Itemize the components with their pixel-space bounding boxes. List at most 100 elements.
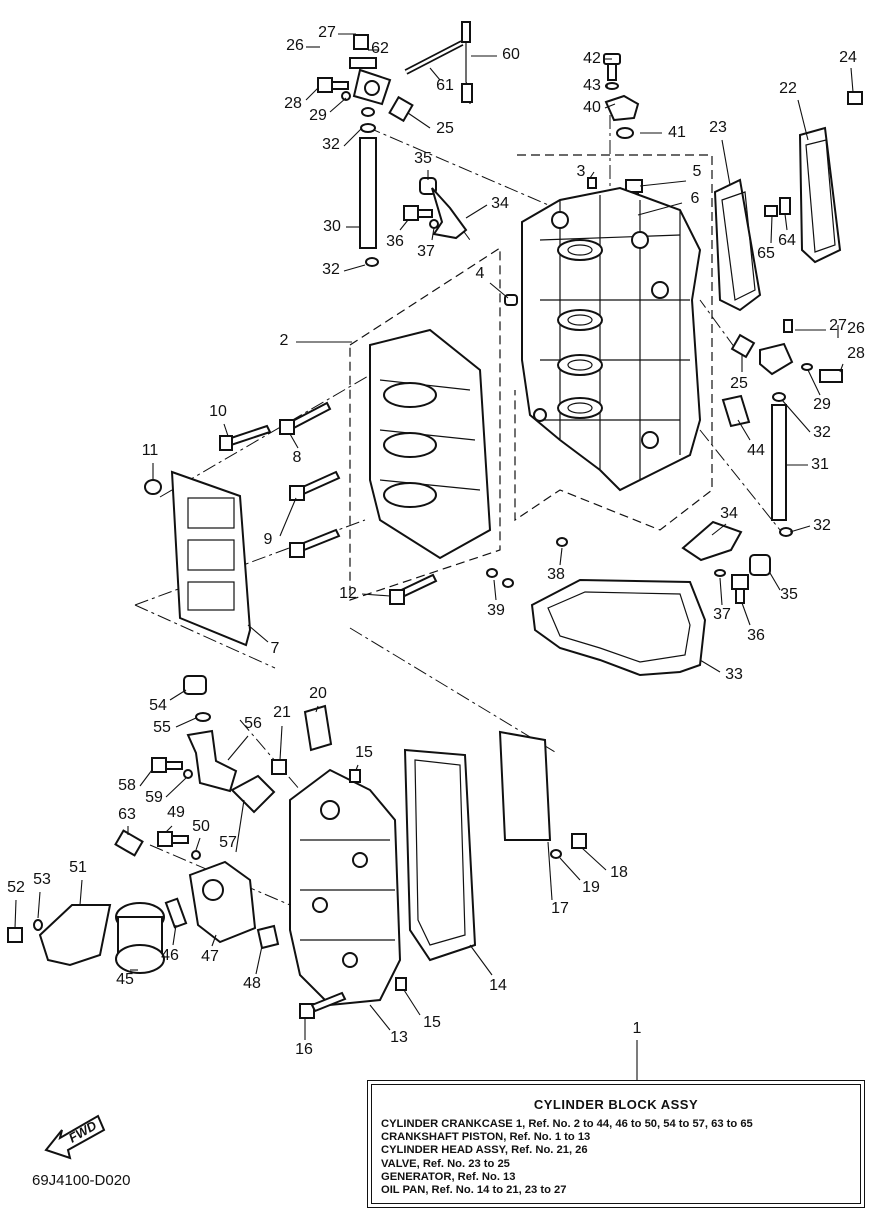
callout-number: 3 bbox=[577, 163, 586, 180]
callout-leader bbox=[493, 579, 497, 601]
legend-title: CYLINDER BLOCK ASSY bbox=[533, 1097, 699, 1112]
callout-leader bbox=[165, 825, 173, 833]
callout-number: 7 bbox=[271, 640, 280, 657]
callout-leader bbox=[139, 769, 153, 787]
callout-number: 65 bbox=[757, 245, 775, 262]
callout-number: 10 bbox=[209, 403, 227, 420]
crankshaft-piston-block bbox=[144, 328, 492, 647]
callout-leader bbox=[289, 433, 299, 449]
callout-number: 41 bbox=[668, 124, 686, 141]
callout-leader bbox=[559, 857, 581, 881]
callout-number: 23 bbox=[709, 119, 727, 136]
legend-line: GENERATOR, Ref. No. 13 bbox=[381, 1170, 516, 1183]
callout-number: 47 bbox=[201, 948, 219, 965]
callout-number: 56 bbox=[244, 715, 262, 732]
legend-line: CYLINDER HEAD ASSY, Ref. No. 21, 26 bbox=[381, 1144, 588, 1157]
callout-number: 15 bbox=[423, 1014, 441, 1031]
callout-number: 6 bbox=[691, 190, 700, 207]
callout-leader bbox=[807, 369, 821, 396]
callout-leader bbox=[850, 67, 854, 93]
callout-leader bbox=[699, 659, 721, 673]
callout-number: 28 bbox=[284, 95, 302, 112]
callout-number: 8 bbox=[293, 449, 302, 466]
callout-number: 18 bbox=[610, 864, 628, 881]
callout-number: 51 bbox=[69, 859, 87, 876]
callout-number: 32 bbox=[813, 517, 831, 534]
callout-number: 28 bbox=[847, 345, 865, 362]
callout-number: 37 bbox=[417, 243, 435, 260]
callout-leader bbox=[305, 87, 319, 101]
callout-number: 32 bbox=[322, 261, 340, 278]
callout-number: 24 bbox=[839, 49, 857, 66]
callout-number: 32 bbox=[322, 136, 340, 153]
callout-number: 40 bbox=[583, 99, 601, 116]
callout-number: 44 bbox=[747, 442, 765, 459]
callout-number: 37 bbox=[713, 606, 731, 623]
callout-leader bbox=[223, 423, 229, 437]
callout-leader bbox=[429, 67, 441, 81]
legend-lines: CYLINDER CRANKCASE 1, Ref. No. 2 to 44, … bbox=[381, 1118, 753, 1197]
callout-number: 9 bbox=[264, 531, 273, 548]
callout-number: 30 bbox=[323, 218, 341, 235]
diagram-code: 69J4100-D020 bbox=[32, 1172, 131, 1189]
legend-line: VALVE, Ref. No. 23 to 25 bbox=[381, 1157, 510, 1170]
callout-leader bbox=[255, 945, 263, 975]
callout-leader bbox=[769, 572, 781, 591]
callout-leader bbox=[79, 879, 83, 906]
callout-number: 32 bbox=[813, 424, 831, 441]
callout-leader bbox=[172, 924, 177, 946]
callout-leader bbox=[195, 837, 201, 851]
callout-number: 50 bbox=[192, 818, 210, 835]
callout-number: 25 bbox=[436, 120, 454, 137]
callout-number: 33 bbox=[725, 666, 743, 683]
callout-leader bbox=[559, 547, 563, 566]
callout-leader bbox=[279, 725, 283, 761]
callout-leader bbox=[361, 593, 391, 597]
callout-number: 26 bbox=[847, 320, 865, 337]
legend-line: OIL PAN, Ref. No. 14 to 21, 23 to 27 bbox=[381, 1184, 567, 1197]
callout-leader bbox=[719, 577, 723, 606]
callout-leader bbox=[469, 944, 493, 976]
callout-leader bbox=[211, 934, 217, 947]
callout-number: 26 bbox=[286, 37, 304, 54]
legend-ref-number: 1 bbox=[633, 1020, 642, 1037]
callout-number: 34 bbox=[491, 195, 509, 212]
callout-leader bbox=[355, 764, 359, 771]
exhaust-cover-parts bbox=[486, 91, 863, 677]
callout-number: 12 bbox=[339, 585, 357, 602]
callout-number: 27 bbox=[318, 24, 336, 41]
callout-leader bbox=[343, 264, 366, 272]
callout-number: 35 bbox=[414, 150, 432, 167]
assembly-boundaries bbox=[349, 154, 713, 601]
callout-leader bbox=[465, 204, 488, 219]
callout-number: 36 bbox=[386, 233, 404, 250]
callout-number: 45 bbox=[116, 971, 134, 988]
callout-number: 46 bbox=[161, 947, 179, 964]
callout-number: 17 bbox=[551, 900, 569, 917]
callout-number: 42 bbox=[583, 50, 601, 67]
callout-leader bbox=[175, 717, 197, 728]
callout-leader bbox=[770, 215, 773, 244]
callout-number: 62 bbox=[371, 40, 389, 57]
callout-number: 63 bbox=[118, 806, 136, 823]
callout-number: 38 bbox=[547, 566, 565, 583]
callout-leader bbox=[247, 624, 269, 643]
callout-leader bbox=[797, 99, 809, 141]
callout-leader bbox=[403, 989, 421, 1016]
callout-leader bbox=[789, 525, 811, 533]
callout-leader bbox=[489, 282, 509, 299]
callout-leader bbox=[14, 899, 17, 929]
callout-leader bbox=[165, 777, 187, 798]
callout-number: 20 bbox=[309, 685, 327, 702]
legend-line: CRANKSHAFT PISTON, Ref. No. 1 to 13 bbox=[381, 1131, 591, 1144]
callout-leader bbox=[329, 97, 347, 113]
callout-number: 57 bbox=[219, 834, 237, 851]
callout-leader bbox=[235, 799, 245, 853]
callout-number: 48 bbox=[243, 975, 261, 992]
callout-leader bbox=[589, 171, 595, 179]
callout-number: 13 bbox=[390, 1029, 408, 1046]
callout-number: 11 bbox=[142, 442, 159, 459]
callout-leader bbox=[639, 180, 687, 187]
